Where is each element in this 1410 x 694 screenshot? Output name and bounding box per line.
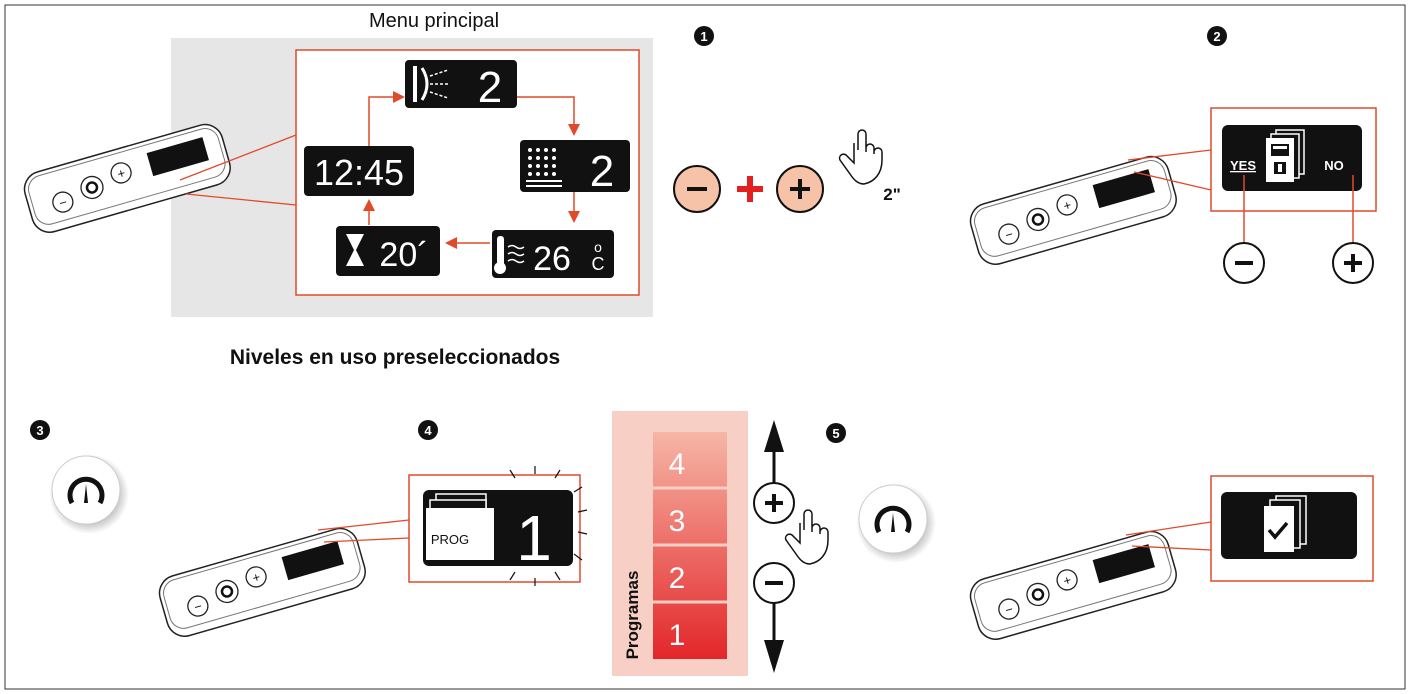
- knob-icon: [874, 505, 912, 534]
- timer-value: 20´: [379, 236, 428, 274]
- massage-level-screen: 2: [520, 140, 630, 196]
- step-5-badge: 5: [826, 423, 846, 443]
- temperature-screen: 26 o C: [492, 230, 614, 278]
- svg-text:−: −: [1003, 226, 1014, 243]
- svg-text:2: 2: [1213, 29, 1220, 44]
- timer-screen: 20´: [336, 226, 440, 276]
- temperature-degree: o: [594, 239, 602, 255]
- svg-text:5: 5: [832, 426, 839, 441]
- knob-icon: [67, 476, 105, 505]
- program-down-button[interactable]: [753, 562, 795, 604]
- blink-rays: [509, 466, 588, 586]
- press-hand-icon: [784, 509, 829, 565]
- step-3-badge: 3: [30, 420, 50, 440]
- hold-time-label: 2": [883, 185, 901, 204]
- program-item[interactable]: 2: [669, 562, 686, 595]
- save-prompt-screen: YES NO: [1222, 125, 1362, 191]
- svg-text:+: +: [116, 165, 127, 182]
- temperature-value: 26: [533, 240, 571, 278]
- plus-button[interactable]: [776, 165, 824, 213]
- program-up-button[interactable]: [753, 482, 795, 524]
- yes-minus-button[interactable]: [1223, 242, 1265, 284]
- svg-text:1: 1: [700, 29, 707, 44]
- svg-text:4: 4: [424, 423, 432, 438]
- svg-text:−: −: [1003, 601, 1014, 618]
- prog-folder-icon: PROG: [426, 493, 494, 560]
- diagram-frame: [4, 4, 1406, 690]
- light-level-screen: 2: [405, 60, 517, 112]
- saved-check-icon: [1264, 495, 1307, 552]
- menu-title: Menu principal: [369, 10, 499, 32]
- plus-combine-icon: [737, 176, 763, 202]
- svg-text:+: +: [1062, 572, 1073, 589]
- minus-button[interactable]: [673, 165, 721, 213]
- program-item[interactable]: 1: [669, 619, 686, 652]
- saved-confirmation-screen: [1221, 492, 1357, 559]
- press-hand-icon: [838, 129, 883, 185]
- light-level-value: 2: [478, 63, 502, 112]
- svg-text:+: +: [251, 569, 262, 586]
- remote-control: − +: [23, 123, 231, 233]
- ok-button[interactable]: [856, 483, 936, 563]
- ok-button[interactable]: [49, 454, 129, 534]
- clock-screen: 12:45: [304, 146, 414, 196]
- clock-value: 12:45: [314, 152, 404, 193]
- yes-label: YES: [1230, 158, 1256, 173]
- prog-label: PROG: [431, 532, 469, 547]
- remote-control: − +: [158, 527, 366, 637]
- menu-cycle-arrows: [363, 91, 580, 249]
- program-item[interactable]: 3: [669, 505, 686, 538]
- svg-text:−: −: [192, 598, 203, 615]
- step-1-badge: 1: [694, 26, 714, 46]
- step-2-badge: 2: [1207, 26, 1227, 46]
- preset-title: Niveles en uso preseleccionados: [230, 346, 560, 369]
- program-number: 1: [516, 502, 552, 574]
- svg-text:−: −: [57, 194, 68, 211]
- no-label: NO: [1324, 158, 1344, 173]
- program-item[interactable]: 4: [669, 448, 686, 481]
- callout-line: [179, 134, 297, 181]
- save-folder-icon: [1266, 129, 1305, 182]
- svg-text:+: +: [1062, 197, 1073, 214]
- remote-control: − +: [969, 530, 1177, 640]
- no-plus-button[interactable]: [1332, 242, 1374, 284]
- programs-label: Programas: [623, 571, 642, 660]
- program-screen: PROG 1: [423, 466, 588, 586]
- step-4-badge: 4: [418, 420, 438, 440]
- svg-text:3: 3: [36, 423, 43, 438]
- remote-control: − +: [969, 155, 1177, 265]
- callout-line: [185, 193, 297, 206]
- temperature-unit: C: [592, 254, 605, 274]
- down-arrow-icon: [764, 603, 784, 673]
- up-arrow-icon: [764, 420, 784, 484]
- massage-level-value: 2: [590, 147, 614, 196]
